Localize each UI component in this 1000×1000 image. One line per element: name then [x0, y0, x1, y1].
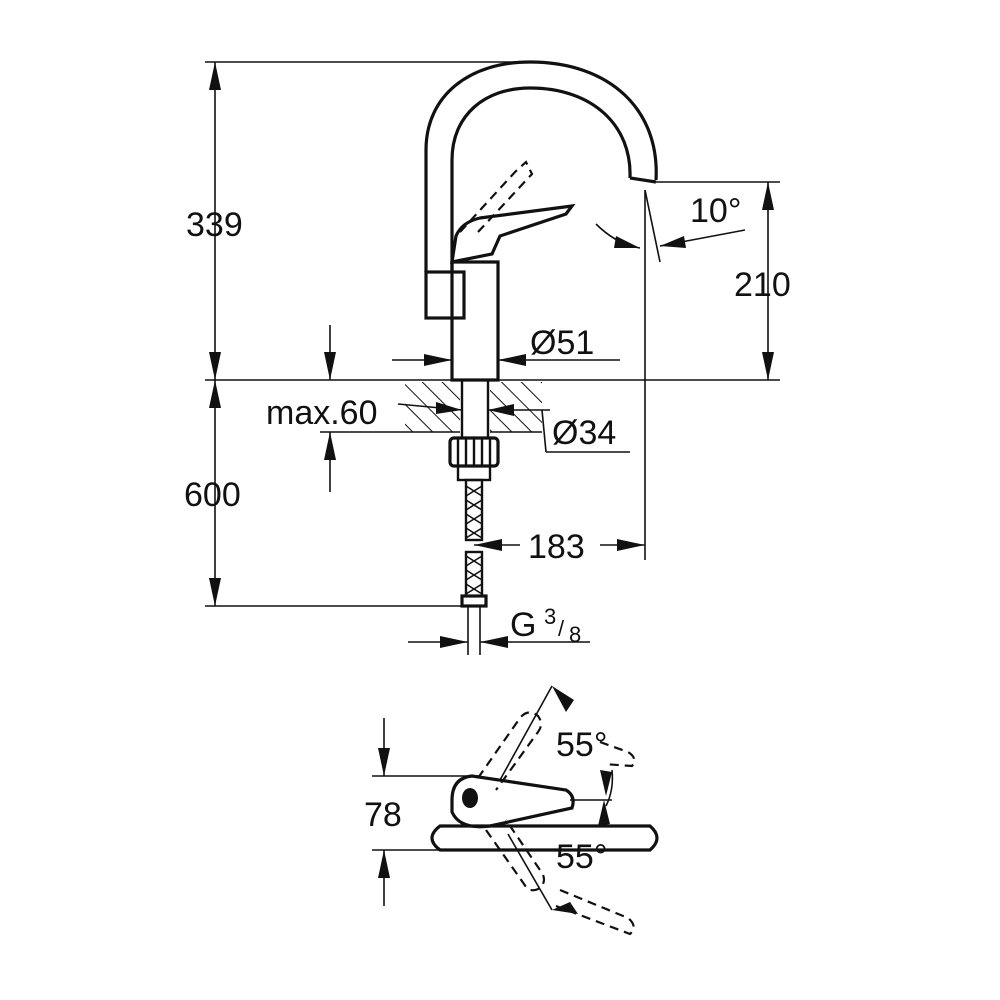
lever-top: [450, 774, 575, 829]
mounting-shank: [460, 378, 490, 440]
lever-back-dashed: [477, 711, 543, 791]
deck-hatch-right: [490, 382, 542, 432]
dim-78-label: 78: [364, 796, 402, 834]
dim-183-label: 183: [528, 528, 585, 566]
dim-d34-label: Ø34: [552, 414, 616, 452]
dim-339-label: 339: [186, 206, 243, 244]
dim-55deg-front-label: 55°: [556, 838, 607, 876]
dim-max60-label: max.60: [266, 394, 378, 432]
base-plate: [430, 824, 659, 852]
lever-dashed-position: [459, 160, 534, 233]
faucet-side-view: [205, 60, 780, 655]
dim-10deg-label: 10°: [690, 192, 741, 230]
faucet-body: [450, 260, 500, 382]
svg-text:8: 8: [569, 622, 581, 647]
lever-hub: [462, 788, 478, 808]
dim-55deg-back-label: 55°: [556, 726, 607, 764]
lever-handle: [450, 203, 576, 265]
spout-tip: [629, 176, 657, 184]
dim-600-label: 600: [184, 476, 241, 514]
braided-hose: [460, 478, 488, 655]
svg-text:/: /: [558, 616, 565, 641]
svg-text:3: 3: [544, 604, 556, 629]
faucet-top-view: [372, 685, 659, 936]
dimension-lines: [205, 61, 780, 648]
dim-g38-label: G 3 / 8: [510, 604, 581, 647]
dim-210-label: 210: [734, 266, 791, 304]
spout-collar: [424, 270, 466, 320]
svg-text:G: G: [510, 606, 536, 644]
spout-inner: [450, 86, 632, 272]
dim-d51-label: Ø51: [530, 324, 594, 362]
